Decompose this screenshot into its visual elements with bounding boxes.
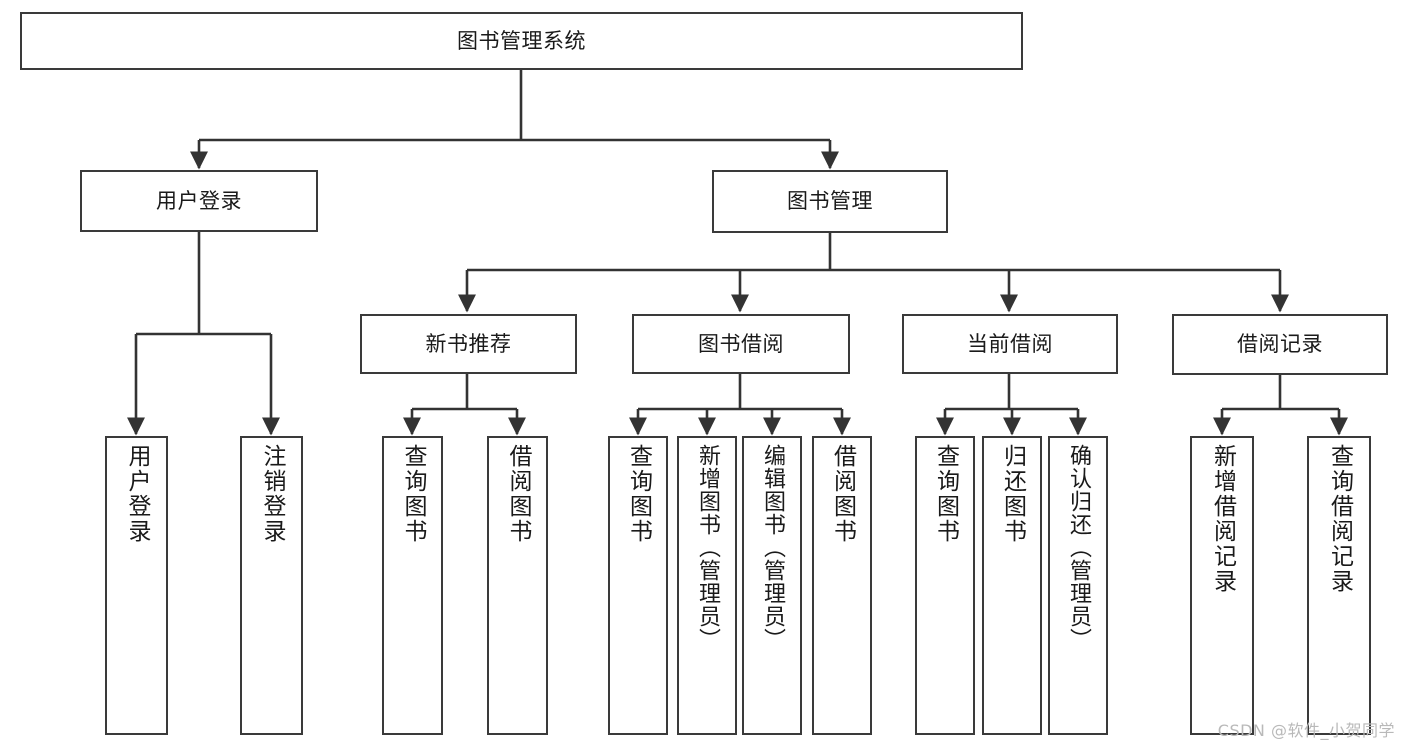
leaf-bookborrow-query-book-label: 查询图书 bbox=[625, 444, 652, 544]
leaf-borrowrecord-add-record-label: 新增借阅记录 bbox=[1209, 444, 1236, 594]
leaf-newbook-query-book-label: 查询图书 bbox=[400, 444, 426, 544]
node-book-manage-label: 图书管理 bbox=[787, 189, 873, 214]
leaf-user-login-label: 用户登录 bbox=[124, 444, 150, 544]
leaf-newbook-borrow-book-label: 借阅图书 bbox=[505, 444, 531, 544]
leaf-currentborrow-query-book-label: 查询图书 bbox=[932, 444, 959, 544]
node-current-borrow[interactable]: 当前借阅 bbox=[902, 314, 1118, 374]
leaf-bookborrow-edit-book[interactable]: 编辑图书（管理员） bbox=[742, 436, 802, 735]
leaf-bookborrow-borrow-book[interactable]: 借阅图书 bbox=[812, 436, 872, 735]
leaf-borrowrecord-add-record[interactable]: 新增借阅记录 bbox=[1190, 436, 1254, 735]
leaf-currentborrow-query-book[interactable]: 查询图书 bbox=[915, 436, 975, 735]
node-book-borrow-label: 图书借阅 bbox=[698, 331, 784, 356]
node-book-manage[interactable]: 图书管理 bbox=[712, 170, 948, 233]
leaf-currentborrow-confirm-return-label: 确认归还（管理员） bbox=[1066, 444, 1091, 651]
node-user-login[interactable]: 用户登录 bbox=[80, 170, 318, 232]
leaf-newbook-borrow-book[interactable]: 借阅图书 bbox=[487, 436, 548, 735]
leaf-bookborrow-add-book[interactable]: 新增图书（管理员） bbox=[677, 436, 737, 735]
leaf-borrowrecord-query-record-label: 查询借阅记录 bbox=[1326, 444, 1353, 594]
leaf-bookborrow-query-book[interactable]: 查询图书 bbox=[608, 436, 668, 735]
leaf-bookborrow-edit-book-label: 编辑图书（管理员） bbox=[760, 444, 785, 651]
leaf-currentborrow-return-book-label: 归还图书 bbox=[999, 444, 1026, 544]
node-root-system[interactable]: 图书管理系统 bbox=[20, 12, 1023, 70]
leaf-user-login[interactable]: 用户登录 bbox=[105, 436, 168, 735]
leaf-currentborrow-return-book[interactable]: 归还图书 bbox=[982, 436, 1042, 735]
leaf-bookborrow-borrow-book-label: 借阅图书 bbox=[829, 444, 856, 544]
leaf-logout-login[interactable]: 注销登录 bbox=[240, 436, 303, 735]
node-user-login-label: 用户登录 bbox=[156, 188, 242, 213]
leaf-logout-login-label: 注销登录 bbox=[259, 444, 285, 544]
node-book-borrow[interactable]: 图书借阅 bbox=[632, 314, 850, 374]
leaf-newbook-query-book[interactable]: 查询图书 bbox=[382, 436, 443, 735]
node-current-borrow-label: 当前借阅 bbox=[967, 331, 1053, 356]
node-new-book-recommend-label: 新书推荐 bbox=[425, 331, 512, 356]
watermark-text: CSDN @软件_小贺同学 bbox=[1217, 721, 1395, 740]
node-borrow-record[interactable]: 借阅记录 bbox=[1172, 314, 1388, 375]
node-new-book-recommend[interactable]: 新书推荐 bbox=[360, 314, 577, 374]
leaf-bookborrow-add-book-label: 新增图书（管理员） bbox=[695, 444, 720, 651]
leaf-borrowrecord-query-record[interactable]: 查询借阅记录 bbox=[1307, 436, 1371, 735]
node-root-system-label: 图书管理系统 bbox=[457, 28, 586, 53]
leaf-currentborrow-confirm-return[interactable]: 确认归还（管理员） bbox=[1048, 436, 1108, 735]
node-borrow-record-label: 借阅记录 bbox=[1237, 332, 1323, 357]
